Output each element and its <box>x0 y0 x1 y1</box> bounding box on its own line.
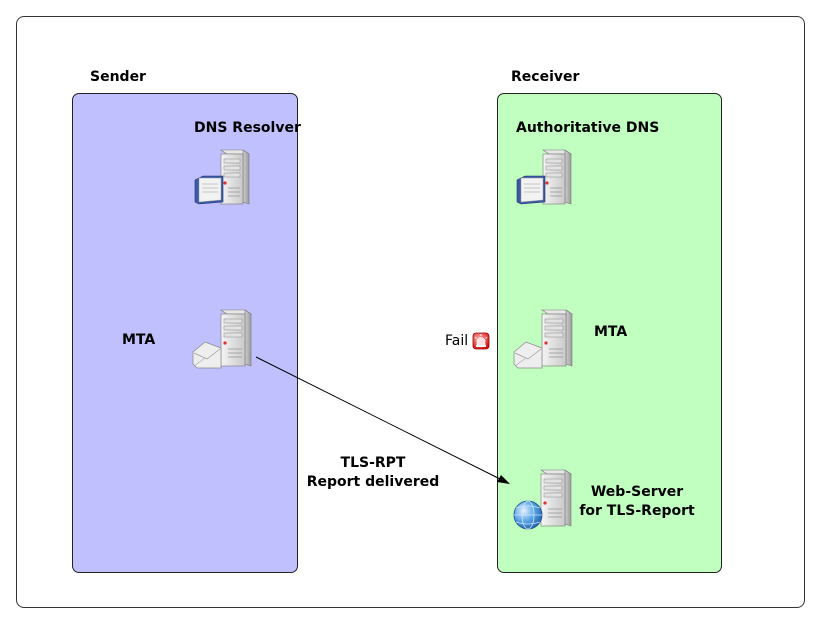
sender-zone <box>72 93 298 573</box>
receiver-mta-label: MTA <box>594 324 628 340</box>
sender-title: Sender <box>90 69 146 85</box>
receiver-dns-label: Authoritative DNS <box>516 120 660 136</box>
sender-mta-label: MTA <box>122 332 156 348</box>
receiver-zone <box>497 93 722 573</box>
flow-label-line1: TLS-RPT <box>340 455 406 471</box>
alarm-icon <box>472 332 490 350</box>
flow-label-line2: Report delivered <box>306 474 440 490</box>
sender-dns-label: DNS Resolver <box>194 120 301 136</box>
mail-server-icon <box>192 309 252 369</box>
dns-server-icon <box>194 149 250 205</box>
receiver-title: Receiver <box>511 69 580 85</box>
web-server-icon <box>513 469 572 530</box>
dns-server-icon <box>516 149 572 205</box>
receiver-web-label-line2: for TLS-Report <box>579 503 695 519</box>
receiver-web-label-line1: Web-Server <box>590 484 684 500</box>
fail-label: Fail <box>445 333 469 349</box>
mail-server-icon <box>513 309 573 369</box>
